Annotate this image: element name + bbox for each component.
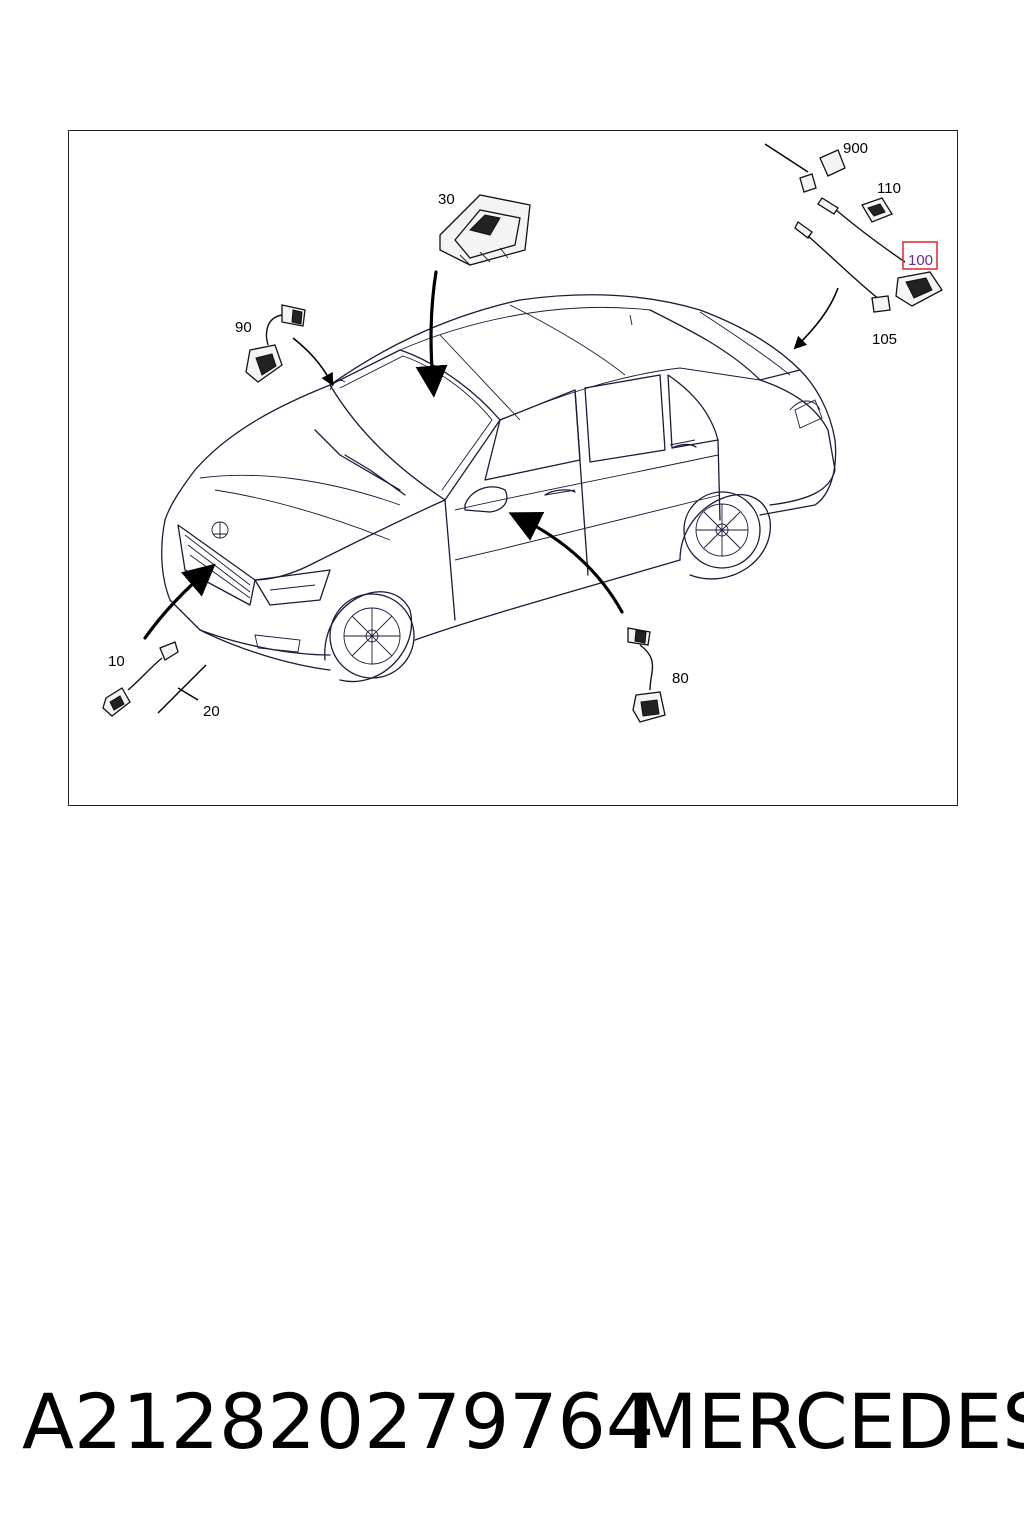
left-mirror-camera (627, 627, 666, 723)
callout-labels: 30 90 10 20 80 900 110 105 100 (108, 140, 938, 720)
leader-lines (157, 143, 809, 714)
callout-30: 30 (438, 191, 455, 208)
callout-105: 105 (872, 331, 897, 348)
rear-camera-cover (861, 197, 893, 223)
callout-20: 20 (203, 703, 220, 720)
part-number: A212820279764 (22, 1377, 655, 1466)
callout-100: 100 (908, 252, 933, 269)
callout-90: 90 (235, 319, 252, 336)
brand-name: MERCEDES (632, 1377, 1024, 1466)
rear-camera-bracket (799, 149, 846, 193)
car-illustration (161, 294, 837, 683)
front-camera-sensor (102, 641, 179, 717)
callout-80: 80 (672, 670, 689, 687)
rear-view-camera (895, 271, 943, 307)
cable-harness (794, 197, 906, 313)
windshield-camera-module (439, 194, 531, 266)
highlight-box (902, 241, 938, 270)
callout-900: 900 (843, 140, 868, 157)
side-mirror-camera (245, 304, 306, 383)
callout-10: 10 (108, 653, 125, 670)
callout-110: 110 (877, 180, 901, 197)
pointer-arrows (143, 270, 839, 640)
